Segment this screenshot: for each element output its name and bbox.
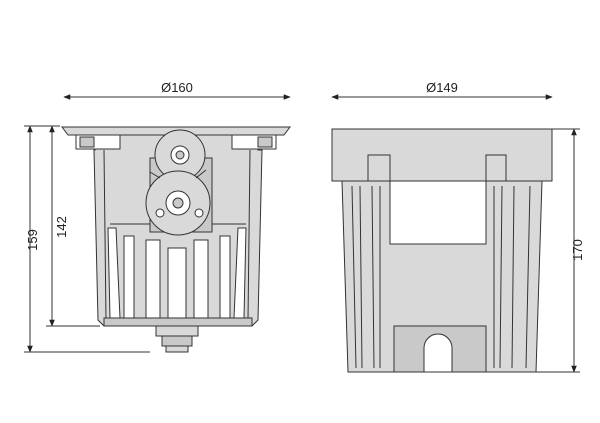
dimension-right-width-label: Ø149 (426, 80, 458, 95)
side-body (341, 154, 543, 373)
dimension-left-width-label: Ø160 (161, 80, 193, 95)
dimension-left-width: Ø160 (63, 80, 291, 100)
side-cap (331, 128, 553, 182)
dimension-left-inner-height: 142 (46, 125, 100, 327)
side-view: Ø149 170 (331, 80, 585, 373)
dimension-right-height-label: 170 (570, 239, 585, 261)
front-view: Ø160 159 142 (24, 80, 291, 353)
dimension-left-outer-height: 159 (24, 125, 150, 353)
dimension-left-outer-height-label: 159 (25, 229, 40, 251)
left-clamp-block (79, 136, 95, 148)
side-cable-arch (423, 333, 453, 373)
dimension-left-inner-height-label: 142 (54, 216, 69, 238)
dimension-right-height: 170 (520, 128, 585, 373)
side-internal-lines (351, 185, 531, 369)
cable-gland (155, 325, 199, 353)
dimension-right-width: Ø149 (331, 80, 553, 100)
front-bottom-band (103, 317, 253, 327)
right-clamp-block (257, 136, 273, 148)
gear-assembly (145, 129, 213, 236)
front-fins (107, 223, 247, 319)
